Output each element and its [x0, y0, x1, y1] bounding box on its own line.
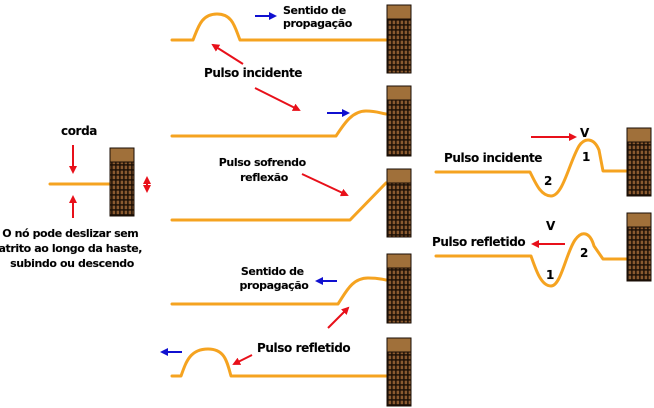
red-arrow-icon — [327, 306, 350, 329]
center-panel: Sentido de propagação Pulso incidente Pu… — [160, 4, 412, 407]
velocity-label: V — [580, 126, 590, 140]
propagation-label-bottom: Sentido de propagação — [240, 265, 310, 292]
rope-incident-pulse — [170, 12, 388, 42]
incident-pulse-label: Pulso incidente — [444, 151, 542, 165]
red-arrow-icon — [232, 354, 253, 365]
rope-incident-sine-pulse — [434, 138, 629, 198]
reflected-pulse-label: Pulso refletido — [257, 341, 350, 355]
sliding-note: O nó pode deslizar sem atrito ao longo d… — [0, 227, 146, 270]
red-arrow-icon — [301, 173, 349, 197]
crest-number: 1 — [582, 150, 590, 164]
brick-post-icon — [386, 85, 412, 157]
reflecting-pulse-label: Pulso sofrendo reflexão — [219, 156, 309, 184]
brick-post-icon — [109, 147, 135, 217]
right-panel: V Pulso incidente 1 2 V Pulso refletido … — [432, 126, 652, 288]
brick-post-icon — [386, 168, 412, 238]
propagation-label-top: Sentido de propagação — [283, 4, 353, 30]
rope-pulse-arriving — [170, 109, 388, 138]
velocity-label: V — [546, 219, 556, 233]
red-arrow-icon — [211, 43, 244, 65]
crest-number: 2 — [580, 246, 588, 260]
incident-pulse-label: Pulso incidente — [204, 66, 302, 80]
rope-reflected-sine-pulse — [434, 232, 629, 288]
brick-post-icon — [386, 337, 412, 407]
rope-reflected-pulse — [170, 347, 388, 378]
brick-post-icon — [386, 253, 412, 324]
trough-number: 1 — [546, 268, 554, 282]
red-arrow-icon — [254, 87, 301, 111]
left-panel: corda O nó pode deslizar sem atrito ao l… — [0, 124, 151, 270]
brick-post-icon — [626, 127, 652, 197]
reflected-pulse-label: Pulso refletido — [432, 235, 525, 249]
rope-label: corda — [61, 124, 97, 138]
rope-pulse-leaving — [170, 276, 388, 306]
brick-post-icon — [386, 4, 412, 74]
trough-number: 2 — [544, 174, 552, 188]
brick-post-icon — [626, 212, 652, 282]
rope-pulse-reflecting — [170, 181, 388, 222]
